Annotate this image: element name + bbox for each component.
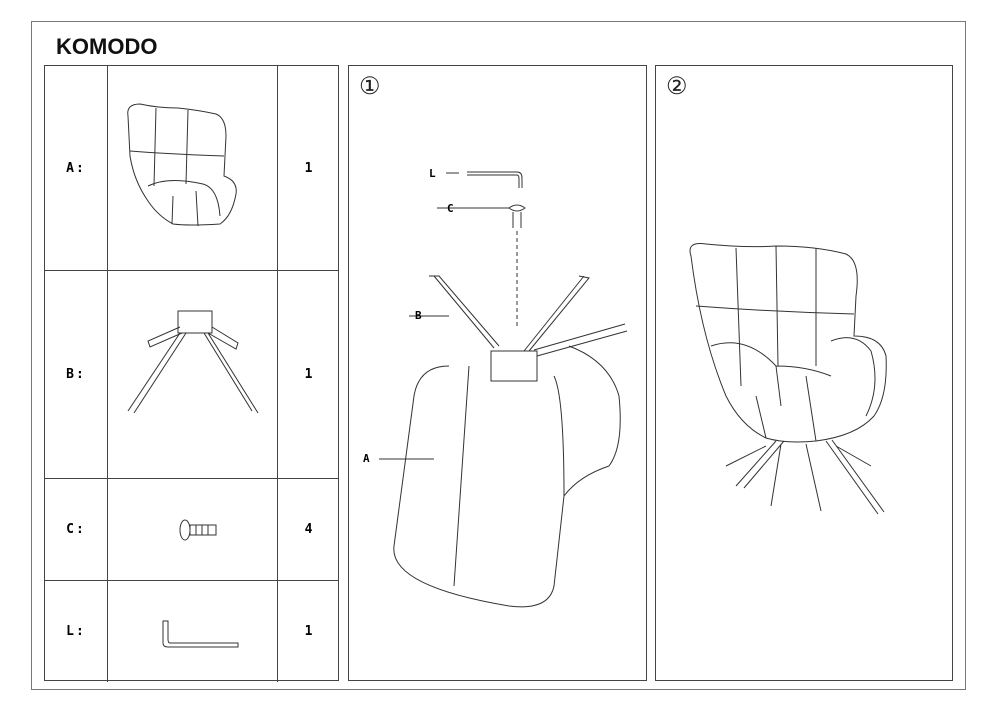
step-number: ①	[359, 73, 381, 100]
part-label: C:	[45, 479, 108, 580]
part-qty: 1	[304, 367, 313, 382]
part-label: B:	[45, 271, 108, 478]
step-1-panel: ① L C B A	[348, 65, 647, 681]
callout-c: C	[447, 202, 454, 215]
callout-l: L	[429, 167, 436, 180]
step-2-panel: ②	[655, 65, 953, 681]
callout-a: A	[363, 452, 370, 465]
part-row: B: 1	[45, 271, 338, 479]
part-qty: 4	[304, 522, 313, 537]
step-number: ②	[666, 73, 688, 100]
part-qty: 1	[304, 624, 313, 639]
part-row: C: 4	[45, 479, 338, 581]
base-legs-icon	[127, 310, 259, 414]
armchair-icon	[127, 103, 237, 227]
screw-icon	[179, 519, 217, 541]
part-qty: 1	[304, 160, 313, 176]
parts-table: A: 1 B: 1 C:	[44, 65, 339, 682]
assembled-armchair-icon	[689, 243, 887, 515]
product-title: KOMODO	[56, 34, 158, 59]
allen-key-icon	[162, 620, 239, 648]
page-frame	[31, 21, 966, 690]
callout-b: B	[415, 309, 422, 322]
part-label: A:	[45, 66, 108, 270]
part-row: A: 1	[45, 66, 338, 271]
assembly-diagram	[379, 171, 628, 608]
part-row: L: 1	[45, 581, 338, 682]
part-label: L:	[45, 581, 108, 682]
